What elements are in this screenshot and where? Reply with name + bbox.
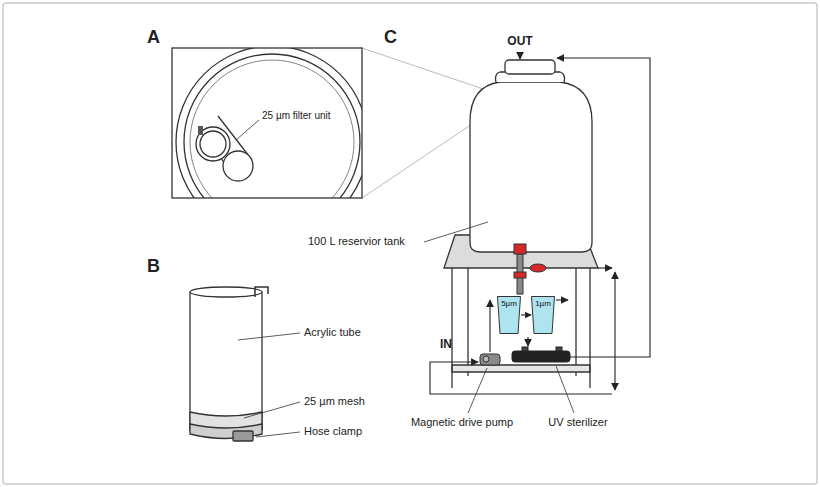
leader-line [468,368,487,413]
flow-arrow [430,52,650,394]
reservoir-tank [470,60,592,252]
tank-opening-view [223,151,253,181]
part-label: Hose clamp [304,425,362,438]
tank-opening-view [190,60,354,198]
leader-line [424,222,488,242]
stand-table [589,268,590,388]
leader-line [238,333,300,340]
zoom-lines [362,48,492,92]
acrylic-tube [261,292,262,430]
flow-arrow [556,299,568,300]
flow-arrow [557,58,650,357]
figure-frame [3,3,817,484]
tank-opening-view [184,54,360,198]
reservoir-tank [505,60,555,74]
uv-sterilizer [556,347,562,351]
filter-rating: 1µm [531,296,555,309]
part-label: Magnetic drive pump [411,416,513,429]
acrylic-tube [190,287,268,441]
filter-cup: 1µm [531,296,555,334]
panel-a-frame [172,48,362,198]
stand-table [575,268,576,376]
pump [483,356,489,362]
uv-sterilizer [512,347,570,362]
part-label: Acrylic tube [304,326,361,339]
flow-connector [521,314,531,315]
acrylic-tube [190,287,262,297]
stand-table [452,365,590,372]
cup-outline [532,297,555,334]
tank-opening-view [196,127,230,161]
stand-table [451,268,452,388]
uv-sterilizer [522,347,528,351]
pump [480,354,500,365]
panel-a-frame [172,48,362,198]
flow-arrow [519,52,520,59]
flow-label: IN [440,338,452,352]
tap-valve [514,244,546,294]
stand-table [467,268,468,376]
tap-valve [514,244,526,254]
leader-line [238,333,300,437]
panel-letter: A [147,27,160,48]
tank-opening-view [198,126,203,135]
flow-arrow [430,362,612,394]
flow-arrow [489,300,490,352]
uv-sterilizer [512,351,570,362]
leader-line [244,402,300,418]
cup-outline [498,297,521,334]
tap-valve [530,264,546,272]
pump [480,354,500,365]
leader-line [556,366,574,413]
filter-rating: 5µm [497,296,521,309]
leader-line [424,222,574,413]
acrylic-tube [255,287,268,297]
flow-arrow [598,267,612,268]
flow-arrow [527,337,528,346]
figure-frame [3,3,817,484]
tank-opening-view [200,131,226,157]
part-label: UV sterilizer [548,416,607,429]
tap-valve [514,272,526,278]
tank-opening-view [176,48,362,198]
filter-cup: 5µm [497,296,521,334]
tank-opening-view [176,48,362,198]
flow-arrow [614,272,615,390]
leader-line [236,120,259,140]
reservoir-tank [470,82,592,252]
part-label: 25 µm mesh [304,395,365,408]
leader-line [256,432,300,437]
part-label: 100 L reservior tank [308,235,405,248]
stand-table [444,235,598,388]
part-label: 25 µm filter unit [262,110,331,122]
panel-letter: B [147,256,160,277]
acrylic-tube [233,431,253,441]
panel-letter: C [384,27,397,48]
flow-label: OUT [507,35,532,49]
acrylic-tube [189,292,190,430]
leader-line [236,120,259,140]
